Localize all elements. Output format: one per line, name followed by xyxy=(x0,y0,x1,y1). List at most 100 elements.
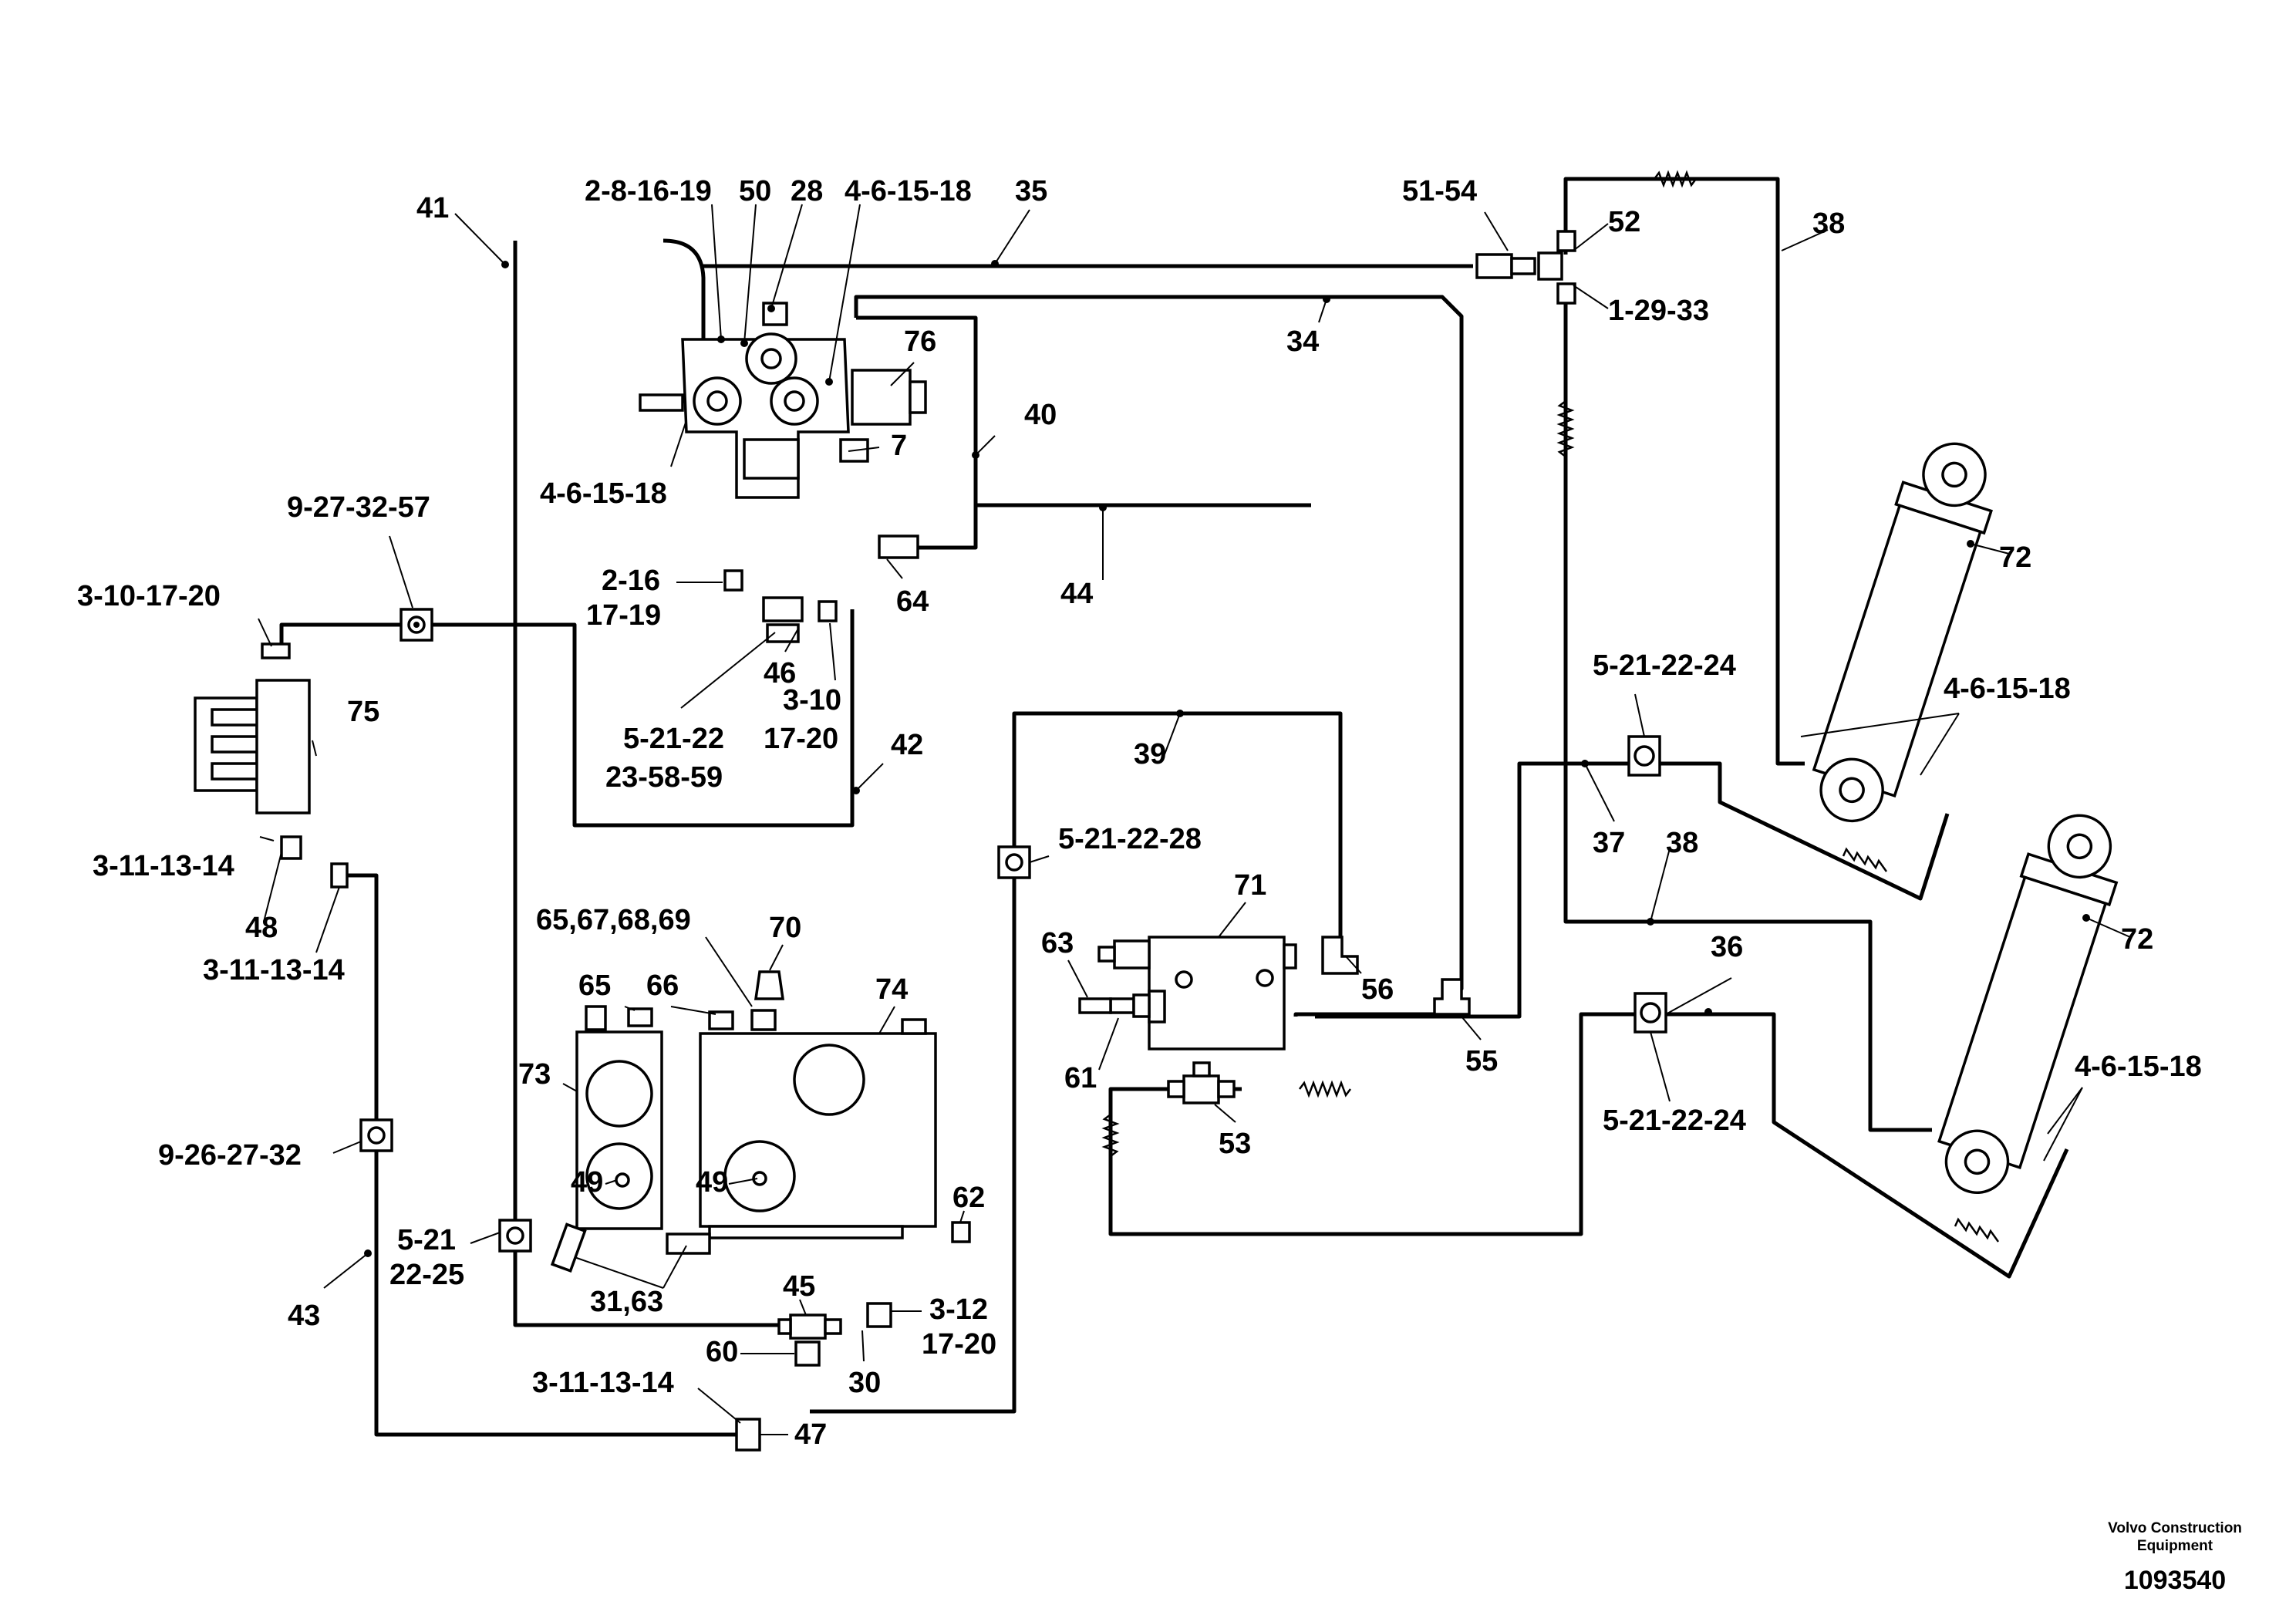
tee-53 xyxy=(1182,1074,1220,1104)
hose-40 xyxy=(856,315,978,550)
fitting-46-base xyxy=(766,623,800,643)
label-22-25: 22-25 xyxy=(389,1259,464,1291)
elbow-55 xyxy=(1433,978,1471,1016)
label-36: 36 xyxy=(1711,931,1743,963)
label-3-10: 3-10 xyxy=(783,684,841,717)
connector-51-54 xyxy=(1475,230,1576,305)
label-71: 71 xyxy=(1234,869,1266,902)
leader-lines xyxy=(258,204,2131,1435)
valve-block-71 xyxy=(1078,936,1297,1050)
label-37: 37 xyxy=(1593,827,1625,859)
label-3-11-13-14-b: 3-11-13-14 xyxy=(203,954,345,986)
fitting-3-11-13-14 xyxy=(330,862,349,889)
label-38-top: 38 xyxy=(1812,207,1845,240)
label-72-bottom: 72 xyxy=(2121,923,2153,956)
label-63: 63 xyxy=(1041,927,1074,959)
label-53: 53 xyxy=(1219,1128,1251,1160)
label-4-6-15-18-cyl1: 4-6-15-18 xyxy=(1944,673,2071,705)
label-17-20: 17-20 xyxy=(764,723,838,755)
label-75: 75 xyxy=(347,696,379,728)
label-65-67-68-69: 65,67,68,69 xyxy=(536,904,691,936)
sensor-31-63-a xyxy=(550,1222,587,1273)
label-52: 52 xyxy=(1608,206,1640,238)
label-40: 40 xyxy=(1024,399,1057,431)
fitting-46 xyxy=(762,596,804,622)
leader-dots xyxy=(364,260,2090,1257)
label-5-21-22-24-top: 5-21-22-24 xyxy=(1593,649,1736,682)
label-45: 45 xyxy=(783,1270,815,1303)
label-30: 30 xyxy=(848,1367,881,1399)
label-9-26-27-32: 9-26-27-32 xyxy=(158,1139,302,1172)
label-70: 70 xyxy=(769,912,801,944)
tee-45 xyxy=(789,1313,827,1340)
label-9-27-32-57: 9-27-32-57 xyxy=(287,491,430,524)
label-2-16: 2-16 xyxy=(602,565,660,597)
flex-marker xyxy=(1556,400,1575,457)
hose-42 xyxy=(279,609,855,828)
footer: Volvo Construction Equipment 1093540 xyxy=(2108,1520,2242,1595)
fitting-30 xyxy=(866,1302,892,1328)
hose-55-link xyxy=(1293,1012,1450,1017)
brand-line-2: Equipment xyxy=(2137,1538,2213,1554)
label-17-19: 17-19 xyxy=(586,599,661,632)
label-49-a: 49 xyxy=(571,1166,603,1199)
fitting-64 xyxy=(878,534,919,559)
flex-marker xyxy=(1101,1114,1120,1157)
hose-36 xyxy=(1108,1012,2069,1279)
label-50: 50 xyxy=(739,175,771,207)
flex-marker xyxy=(1954,1217,2000,1243)
sensor-31-63-b xyxy=(666,1233,711,1255)
tank-74 xyxy=(699,970,937,1239)
label-44: 44 xyxy=(1060,578,1093,610)
label-23-58-59: 23-58-59 xyxy=(605,761,723,794)
fitting-3-10-17-20 xyxy=(261,642,291,659)
hose-39 xyxy=(810,711,1343,1414)
label-64: 64 xyxy=(896,585,929,618)
pipes xyxy=(279,177,2069,1437)
part-labels: 41 2-8-16-19 50 28 4-6-15-18 35 51-54 52… xyxy=(77,175,2202,1451)
hose-37 xyxy=(1315,761,1950,1019)
fitting-65 xyxy=(627,1007,653,1027)
hose-38-top xyxy=(1563,177,1805,766)
brand-line-1: Volvo Construction xyxy=(2108,1520,2242,1536)
label-38-mid: 38 xyxy=(1666,827,1698,859)
label-3-10-17-20-left: 3-10-17-20 xyxy=(77,580,221,612)
label-76: 76 xyxy=(904,325,936,358)
label-31-63: 31,63 xyxy=(590,1286,663,1318)
label-62: 62 xyxy=(952,1182,985,1214)
fitting-62 xyxy=(951,1221,971,1243)
label-2-8-16-19: 2-8-16-19 xyxy=(585,175,712,207)
label-41: 41 xyxy=(416,192,449,224)
hose-43 xyxy=(347,873,737,1437)
label-4-6-15-18-cyl2: 4-6-15-18 xyxy=(2075,1050,2202,1083)
elbow-56 xyxy=(1321,936,1359,975)
tank-73 xyxy=(575,1005,663,1230)
cylinder-72-top xyxy=(1812,442,1993,823)
label-65: 65 xyxy=(578,969,611,1002)
flex-marker xyxy=(1842,847,1888,872)
label-66: 66 xyxy=(646,969,679,1002)
label-5-21-22-24-bottom: 5-21-22-24 xyxy=(1603,1104,1746,1137)
label-7: 7 xyxy=(891,430,907,462)
label-55: 55 xyxy=(1465,1045,1498,1077)
label-34: 34 xyxy=(1286,325,1319,358)
fitting-3-10 xyxy=(818,600,838,622)
label-49-b: 49 xyxy=(696,1166,728,1199)
label-51-54: 51-54 xyxy=(1402,175,1477,207)
label-46: 46 xyxy=(764,657,796,690)
label-56: 56 xyxy=(1361,973,1394,1006)
label-5-21-22: 5-21-22 xyxy=(623,723,724,755)
fitting-60 xyxy=(794,1340,821,1367)
cylinder-72-bottom xyxy=(1937,814,2119,1195)
label-74: 74 xyxy=(875,973,908,1006)
label-5-21-22-28: 5-21-22-28 xyxy=(1058,823,1202,855)
hose-38-bottom xyxy=(1563,301,1932,1132)
label-4-6-15-18-top: 4-6-15-18 xyxy=(845,175,972,207)
motor-75 xyxy=(194,679,311,814)
label-73: 73 xyxy=(518,1058,551,1091)
label-3-11-13-14-c: 3-11-13-14 xyxy=(532,1367,674,1399)
label-3-11-13-14-a: 3-11-13-14 xyxy=(93,850,234,882)
label-47: 47 xyxy=(794,1418,827,1451)
label-42: 42 xyxy=(891,729,923,761)
